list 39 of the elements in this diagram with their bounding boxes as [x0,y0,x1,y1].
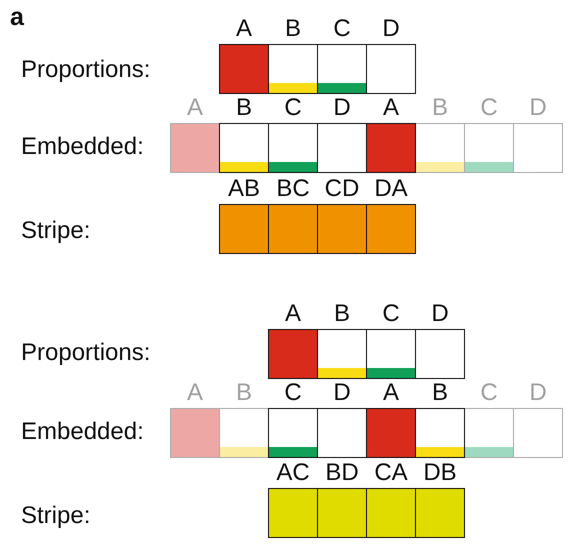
column-letter: CA [374,459,408,487]
column-letter: D [333,379,351,407]
column-letter: D [529,94,547,122]
column-letter: DB [423,459,457,487]
row-label: Embedded: [21,418,144,446]
column-letter: C [480,379,498,407]
column-letter: B [432,379,448,407]
column-letter: A [285,300,301,328]
column-letter: C [284,94,302,122]
column-letter: A [187,94,203,122]
column-letter: D [529,379,547,407]
column-letter: A [236,15,252,43]
row-label: Proportions: [21,339,150,367]
column-letter: AB [228,175,260,203]
column-letter: AC [276,459,310,487]
row-label: Proportions: [21,56,150,84]
panel-letter: a [10,3,24,31]
column-letter: D [333,94,351,122]
column-letter: B [432,94,448,122]
column-letter: D [431,300,449,328]
column-letter: B [334,300,350,328]
column-letter: C [382,300,400,328]
column-letter: BC [276,175,310,203]
column-letter: B [236,379,252,407]
row-label: Stripe: [21,217,90,245]
column-letter: B [236,94,252,122]
row-label: Stripe: [21,502,90,530]
column-letter: A [187,379,203,407]
column-letter: D [382,15,400,43]
column-letter: DA [374,175,408,203]
column-letter: A [383,379,399,407]
column-letter: C [333,15,351,43]
column-letter: CD [324,175,360,203]
column-letter: C [480,94,498,122]
column-letter: BD [325,459,359,487]
row-label: Embedded: [21,133,144,161]
column-letter: B [285,15,301,43]
column-letter: C [284,379,302,407]
column-letter: A [383,94,399,122]
